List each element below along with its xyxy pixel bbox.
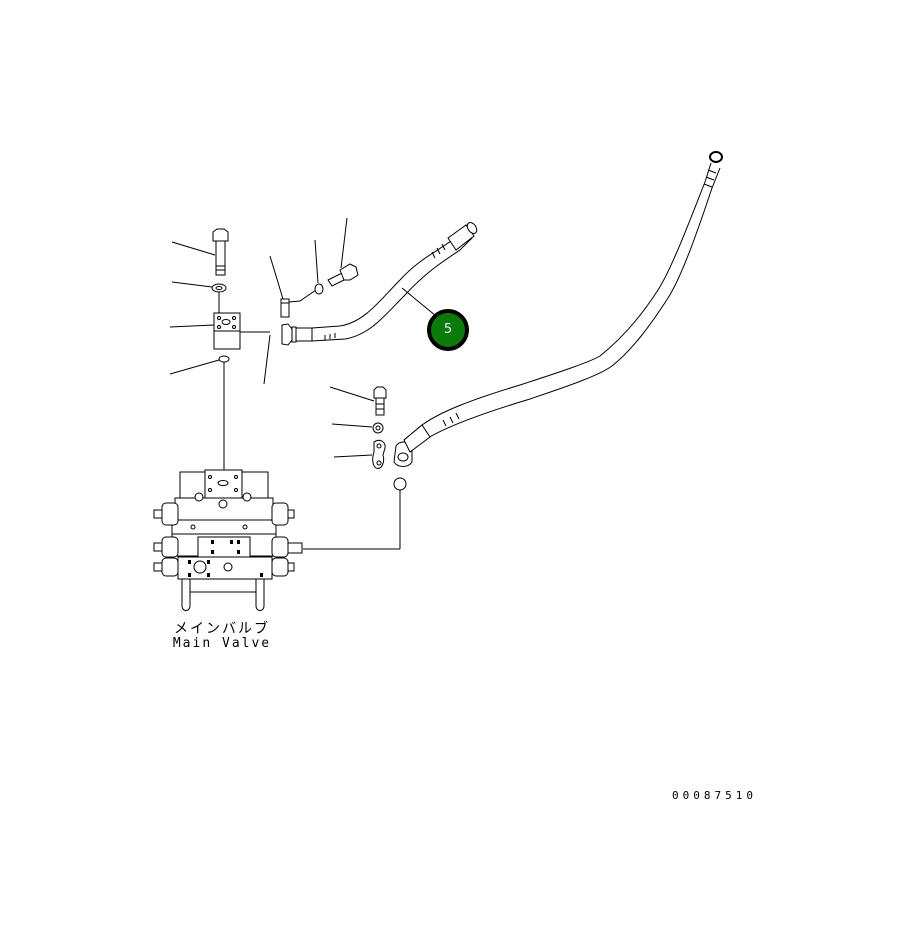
callout-number: 5 (443, 322, 453, 337)
split-flange-icon (280, 298, 290, 318)
bolt-icon (212, 228, 229, 276)
split-flange-icon (372, 439, 386, 469)
component-label-en: Main Valve (172, 636, 272, 651)
leader-line (269, 255, 284, 300)
leader-line (171, 281, 213, 288)
component-label-jp: メインバルブ (174, 621, 270, 637)
flange-fitting-icon (393, 441, 413, 467)
washer-icon (372, 422, 384, 434)
bolt-icon (373, 386, 387, 416)
hose-icon (281, 222, 478, 346)
o-ring-icon (218, 355, 230, 363)
bolt-icon (327, 263, 359, 287)
long-hose-icon (403, 151, 723, 453)
leader-line (331, 423, 373, 428)
leader-line (169, 359, 220, 375)
leader-line (171, 241, 216, 256)
leader-line (401, 287, 437, 317)
axis-line (288, 289, 317, 303)
main-valve-icon (153, 469, 303, 611)
drawing-number: 00087510 (672, 789, 757, 802)
block-icon (213, 312, 241, 350)
leader-line (263, 334, 271, 385)
leader-line (340, 217, 348, 269)
leader-line (169, 324, 215, 328)
washer-icon (211, 283, 227, 293)
washer-icon (314, 283, 324, 295)
leader-line (333, 454, 373, 458)
o-ring-icon (393, 477, 407, 491)
callout-5[interactable]: 5 (427, 309, 469, 351)
leader-line (329, 386, 375, 402)
leader-line (314, 239, 319, 284)
